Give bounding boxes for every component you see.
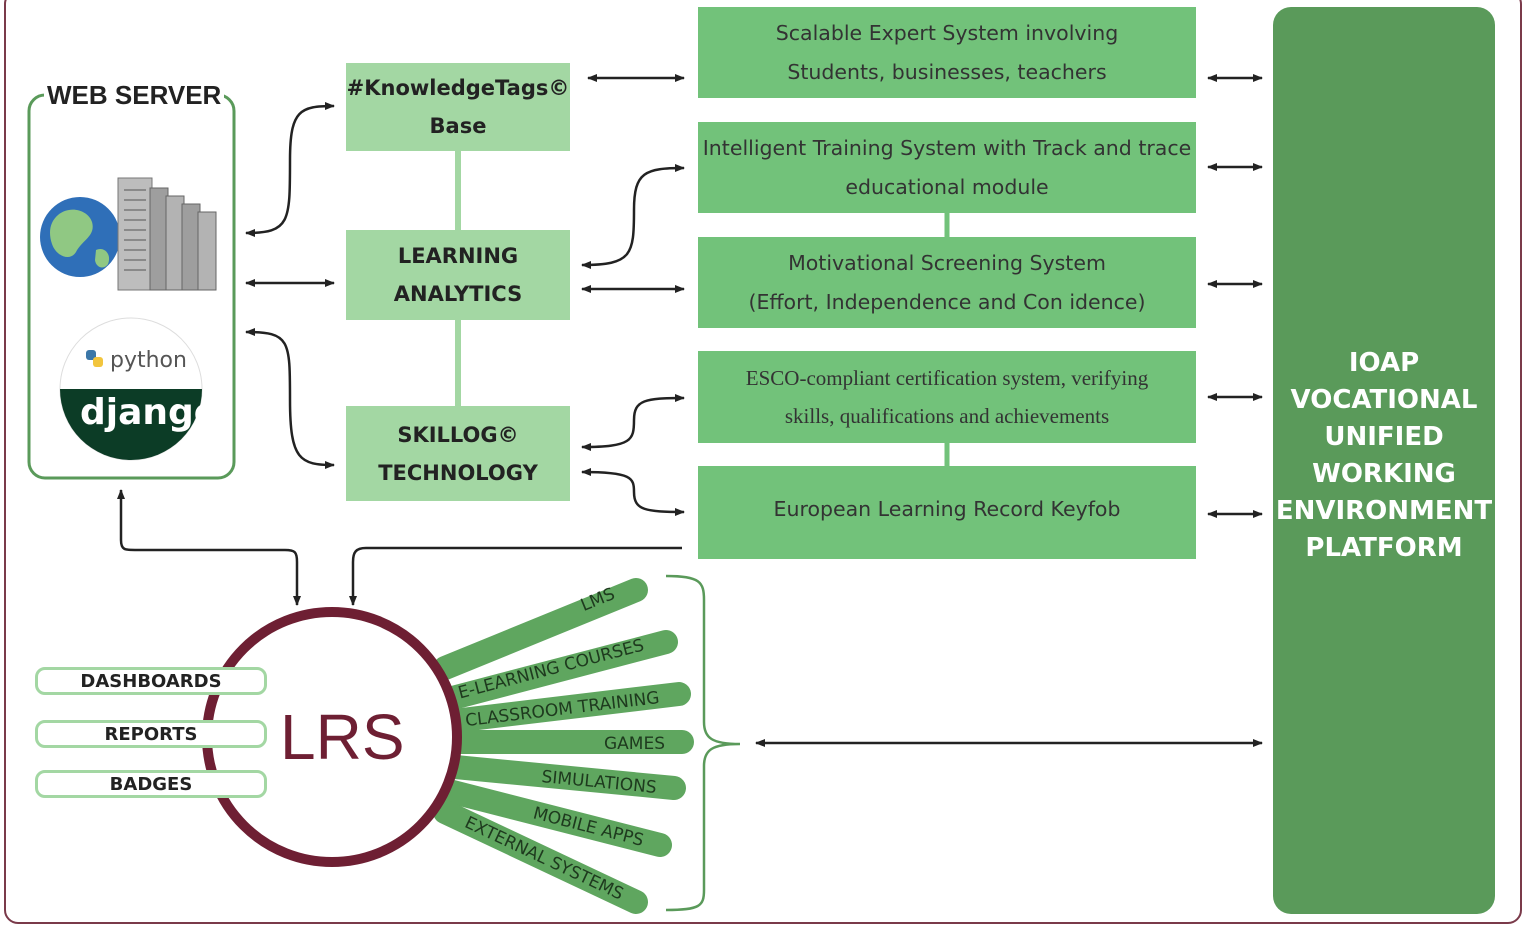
learning-analytics-line-1: LEARNING bbox=[397, 244, 519, 268]
motivational-line-2: (Effort, Independence and Con idence) bbox=[748, 289, 1146, 314]
arrow-skillog-esco bbox=[581, 394, 685, 451]
django-badge-icon bbox=[59, 317, 203, 461]
diagram-frame bbox=[4, 0, 1522, 924]
sources-brace bbox=[665, 574, 741, 912]
esco-box: ESCO-compliant certification system, ver… bbox=[698, 351, 1196, 443]
skillog-line-1: SKILLOG© bbox=[397, 422, 519, 447]
keyfob-line-1: European Learning Record Keyfob bbox=[773, 497, 1121, 521]
arrow-ws-tags bbox=[245, 102, 335, 237]
platform-line-4: WORKING bbox=[1312, 458, 1456, 489]
lrs-source-label-3: GAMES bbox=[604, 734, 665, 754]
arrow-analytics-training bbox=[581, 164, 685, 269]
skillog-line-2: TECHNOLOGY bbox=[378, 460, 538, 485]
lrs-ray-1 bbox=[433, 630, 678, 712]
platform-line-5: ENVIRONMENT bbox=[1275, 495, 1493, 526]
lrs-ray-2 bbox=[433, 682, 691, 734]
platform-line-6: PLATFORM bbox=[1305, 532, 1463, 563]
dashboards-pill: DASHBOARDS bbox=[35, 667, 267, 695]
arrow-skillog-keyfob bbox=[581, 468, 685, 516]
expert-system-line-1: Scalable Expert System involving bbox=[775, 20, 1119, 45]
learning-analytics-box: LEARNING ANALYTICS bbox=[346, 230, 570, 320]
skillog-box: SKILLOG© TECHNOLOGY bbox=[346, 406, 570, 501]
django-label: django bbox=[80, 392, 219, 433]
knowledge-tags-line-1: #KnowledgeTags© bbox=[346, 76, 570, 100]
esco-line-1: ESCO-compliant certification system, ver… bbox=[745, 366, 1149, 390]
arrow-ws-skillog bbox=[245, 328, 335, 469]
training-system-box: Intelligent Training System with Track a… bbox=[698, 122, 1196, 213]
motivational-box: Motivational Screening System (Effort, I… bbox=[698, 237, 1196, 328]
training-system-line-1: Intelligent Training System with Track a… bbox=[702, 135, 1192, 160]
lrs-source-label-5: MOBILE APPS bbox=[531, 803, 646, 850]
knowledge-tags-box: #KnowledgeTags© Base bbox=[346, 63, 570, 151]
lrs-source-label-4: SIMULATIONS bbox=[541, 767, 658, 798]
expert-system-line-2: Students, businesses, teachers bbox=[787, 59, 1107, 84]
globe-server-icon bbox=[40, 177, 217, 291]
platform-line-3: UNIFIED bbox=[1324, 421, 1444, 452]
platform-line-2: VOCATIONAL bbox=[1290, 384, 1478, 415]
esco-line-2: skills, qualifications and achievements bbox=[784, 404, 1110, 428]
expert-system-box: Scalable Expert System involving Student… bbox=[698, 7, 1196, 98]
arrow-ws-lrs bbox=[117, 489, 301, 606]
platform-line-1: IOAP bbox=[1348, 347, 1420, 378]
keyfob-box: European Learning Record Keyfob bbox=[698, 466, 1196, 559]
reports-pill: REPORTS bbox=[35, 720, 267, 748]
platform-box: IOAP VOCATIONAL UNIFIED WORKING ENVIRONM… bbox=[1273, 7, 1495, 914]
arrow-keyfob-lrs bbox=[349, 546, 682, 606]
lrs-ray-0 bbox=[433, 578, 648, 680]
python-label: python bbox=[110, 348, 187, 373]
lrs-label: LRS bbox=[280, 701, 405, 773]
training-system-line-2: educational module bbox=[845, 174, 1049, 199]
lrs-ray-5 bbox=[433, 778, 672, 857]
learning-analytics-line-2: ANALYTICS bbox=[393, 282, 523, 306]
lrs-ray-4 bbox=[433, 754, 686, 800]
python-logo-icon bbox=[86, 350, 96, 360]
motivational-line-1: Motivational Screening System bbox=[788, 250, 1106, 275]
knowledge-tags-line-2: Base bbox=[429, 114, 487, 138]
lrs-ray-6 bbox=[433, 800, 648, 914]
web-server-label: WEB SERVER bbox=[44, 80, 225, 111]
badges-pill: BADGES bbox=[35, 770, 267, 798]
